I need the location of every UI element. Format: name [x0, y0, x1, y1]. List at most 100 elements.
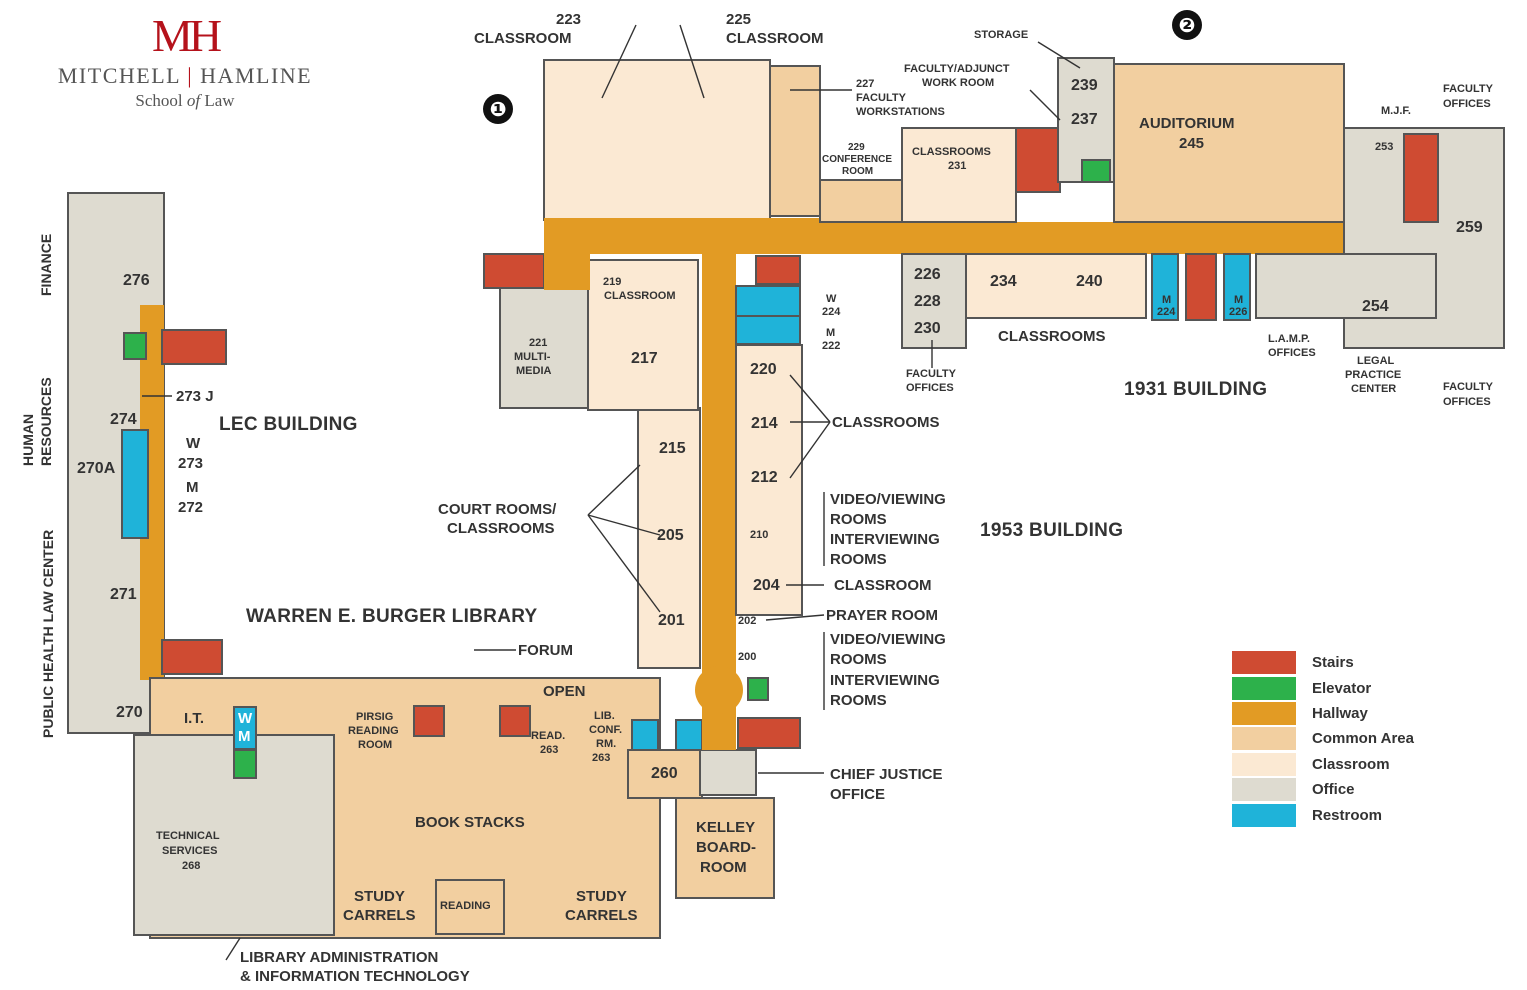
room-231-number: 231 [948, 160, 967, 172]
room-221-multimedia [499, 287, 589, 409]
fac-off-top-1: FACULTY [1443, 83, 1493, 95]
room-202: 202 [738, 615, 757, 627]
room-210: 210 [750, 529, 769, 541]
legend-label: Classroom [1312, 755, 1390, 773]
chief-justice-line1: CHIEF JUSTICE [830, 766, 943, 783]
room-274: 274 [110, 411, 137, 428]
logo-subtitle: School of Law [40, 90, 330, 112]
m272-number: 272 [178, 499, 204, 516]
logo-mark: MH [151, 10, 222, 61]
read263-line2: 263 [540, 744, 559, 756]
room-239: 239 [1071, 77, 1098, 94]
north-wing-classrooms [543, 59, 771, 221]
leader-223 [601, 24, 637, 99]
north-hallway-junction [544, 218, 590, 290]
room-227-workstations [769, 65, 821, 217]
room-214: 214 [751, 415, 778, 432]
classrooms-1931-label: CLASSROOMS [998, 328, 1106, 345]
legend-swatch [1232, 727, 1296, 751]
lec-stairs-top [161, 329, 227, 365]
room-260 [627, 749, 703, 799]
room-270a: 270A [77, 460, 116, 477]
room-223-name: CLASSROOM [474, 30, 572, 47]
interview-a-line2: ROOMS [830, 551, 887, 568]
logo-sub-of: of [186, 91, 201, 110]
legal-line1: LEGAL [1357, 355, 1395, 367]
room-220: 220 [750, 361, 777, 378]
library-reading-room [435, 879, 505, 935]
legend-swatch [1232, 752, 1296, 776]
room-204: 204 [753, 577, 780, 594]
logo-divider: | [187, 63, 194, 88]
legend-swatch [1232, 651, 1296, 675]
label-public-health: PUBLIC HEALTH LAW CENTER [40, 529, 56, 738]
label-hr-1: HUMAN [20, 413, 36, 466]
b1931-stairs-3 [1185, 253, 1217, 321]
libadmin-line1: LIBRARY ADMINISTRATION [240, 949, 439, 966]
room-219-number: 219 [603, 276, 622, 288]
room-217: 217 [631, 350, 658, 367]
fac-off-bot-1: FACULTY [1443, 381, 1493, 393]
b1931-restroom-m224 [1151, 253, 1179, 321]
map-legend: Stairs Elevator Hallway Common Area Clas… [1232, 650, 1414, 828]
fac-off-mid-2: OFFICES [906, 382, 954, 394]
open-label: OPEN [543, 683, 586, 700]
kelley-line3: ROOM [700, 859, 747, 876]
legal-line3: CENTER [1351, 383, 1397, 395]
lec-restroom [121, 429, 149, 539]
mjf-label: M.J.F. [1381, 105, 1411, 117]
classroom-204-label: CLASSROOM [834, 577, 932, 594]
room-270: 270 [116, 704, 143, 721]
legend-label: Elevator [1312, 679, 1372, 697]
b1931-offices-226-230 [901, 253, 967, 349]
leader-202 [765, 614, 825, 621]
auditorium-245 [1113, 63, 1345, 223]
legend-item-stairs: Stairs [1232, 650, 1414, 675]
kelley-boardroom [675, 797, 775, 899]
classrooms-1953-label: CLASSROOMS [832, 414, 940, 431]
room-230: 230 [914, 320, 941, 337]
lamp-line1: L.A.M.P. [1268, 333, 1310, 345]
m226-letter: M [1234, 294, 1244, 306]
library-restroom-m: M [238, 728, 251, 745]
mitchell-hamline-logo: MH MITCHELL | HAMLINE School of Law [40, 10, 330, 112]
auditorium-name: AUDITORIUM [1139, 115, 1235, 132]
label-hr-2: RESOURCES [38, 377, 54, 466]
room-226: 226 [914, 266, 941, 283]
room-219-name: CLASSROOM [604, 290, 676, 302]
kelley-line2: BOARD- [696, 839, 756, 856]
building-1953: 1953 BUILDING [980, 520, 1124, 541]
room-254: 254 [1362, 298, 1389, 315]
room-228: 228 [914, 293, 941, 310]
b1931-stairs-2 [1403, 133, 1439, 223]
legend-item-restroom: Restroom [1232, 802, 1414, 827]
legend-item-office: Office [1232, 777, 1414, 802]
legend-label: Hallway [1312, 704, 1368, 722]
study-left-line2: CARRELS [343, 907, 416, 924]
room-205: 205 [657, 527, 684, 544]
room-225-name: CLASSROOM [726, 30, 824, 47]
room-215: 215 [659, 440, 686, 457]
pirsig-line3: ROOM [358, 739, 393, 751]
faculty-adjunct-line2: WORK ROOM [922, 77, 995, 89]
leader-court-215 [587, 464, 641, 516]
legend-item-hallway: Hallway [1232, 701, 1414, 726]
fac-off-bot-2: OFFICES [1443, 396, 1491, 408]
marker-1: ❶ [483, 94, 513, 124]
b1953-restroom-w224 [735, 285, 801, 317]
pirsig-line2: READING [348, 725, 399, 737]
legend-label: Common Area [1312, 730, 1414, 748]
room-221-number: 221 [529, 337, 548, 349]
m222-number: 222 [822, 340, 841, 352]
leader-225 [679, 24, 705, 99]
tech-line2: SERVICES [162, 845, 218, 857]
b1953-stairs-bottom [737, 717, 801, 749]
tech-line1: TECHNICAL [156, 830, 220, 842]
book-stacks-label: BOOK STACKS [415, 814, 525, 831]
leader-storage [1037, 41, 1081, 69]
leader-libadmin [225, 937, 241, 961]
it-label: I.T. [184, 710, 205, 727]
study-right-line1: STUDY [576, 888, 627, 905]
legend-swatch [1232, 803, 1296, 827]
legend-swatch [1232, 701, 1296, 725]
